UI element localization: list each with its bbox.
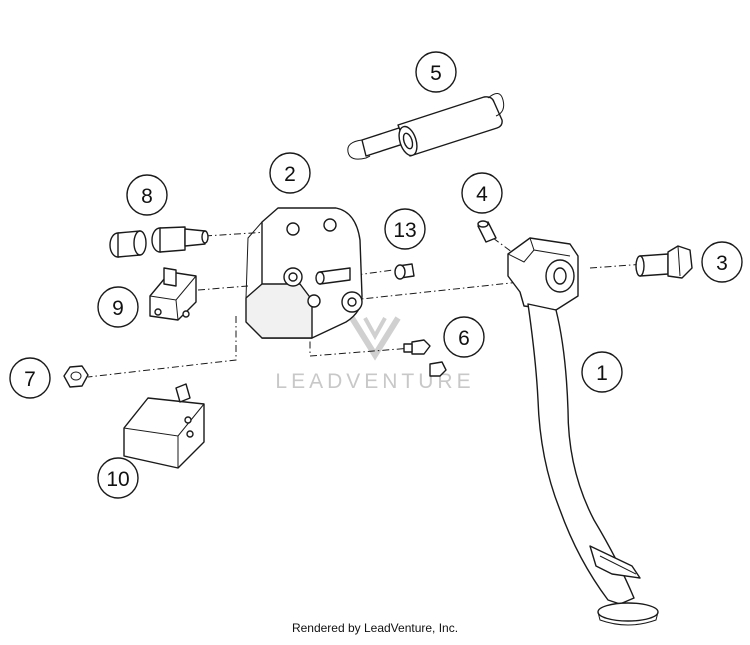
- svg-text:1: 1: [596, 362, 608, 385]
- svg-text:7: 7: [24, 368, 36, 391]
- callout-10: 10: [97, 457, 139, 499]
- svg-text:2: 2: [284, 163, 296, 186]
- render-credit: Rendered by LeadVenture, Inc.: [291, 621, 459, 635]
- callout-3: 3: [701, 241, 743, 283]
- stand-bracket: [245, 207, 363, 339]
- svg-text:9: 9: [112, 297, 124, 320]
- watermark-logo: [349, 316, 401, 361]
- svg-text:3: 3: [716, 252, 728, 275]
- callout-13: 13: [384, 208, 426, 250]
- pivot-pin: [315, 263, 415, 285]
- callout-6: 6: [443, 316, 485, 358]
- callout-2: 2: [269, 152, 311, 194]
- svg-text:4: 4: [476, 183, 488, 206]
- callout-4: 4: [461, 172, 503, 214]
- callout-8: 8: [126, 174, 168, 216]
- spring: [347, 93, 505, 160]
- callout-1: 1: [581, 351, 623, 393]
- svg-text:8: 8: [141, 185, 153, 208]
- watermark-text: LEADVENTURE: [275, 370, 474, 393]
- side-stand-switch: [149, 267, 197, 321]
- svg-text:10: 10: [106, 468, 129, 491]
- bolt-with-washers: [109, 226, 209, 258]
- pivot-bolt: [635, 245, 693, 279]
- grease-nipple: [477, 220, 497, 243]
- svg-text:13: 13: [393, 219, 416, 242]
- screws: [403, 339, 447, 377]
- svg-text:6: 6: [458, 327, 470, 350]
- switch-housing: [123, 383, 205, 469]
- callout-9: 9: [97, 286, 139, 328]
- main-stand: [507, 237, 659, 626]
- callout-7: 7: [9, 357, 51, 399]
- callout-5: 5: [415, 51, 457, 93]
- svg-text:5: 5: [430, 62, 442, 85]
- lock-nut: [63, 365, 89, 388]
